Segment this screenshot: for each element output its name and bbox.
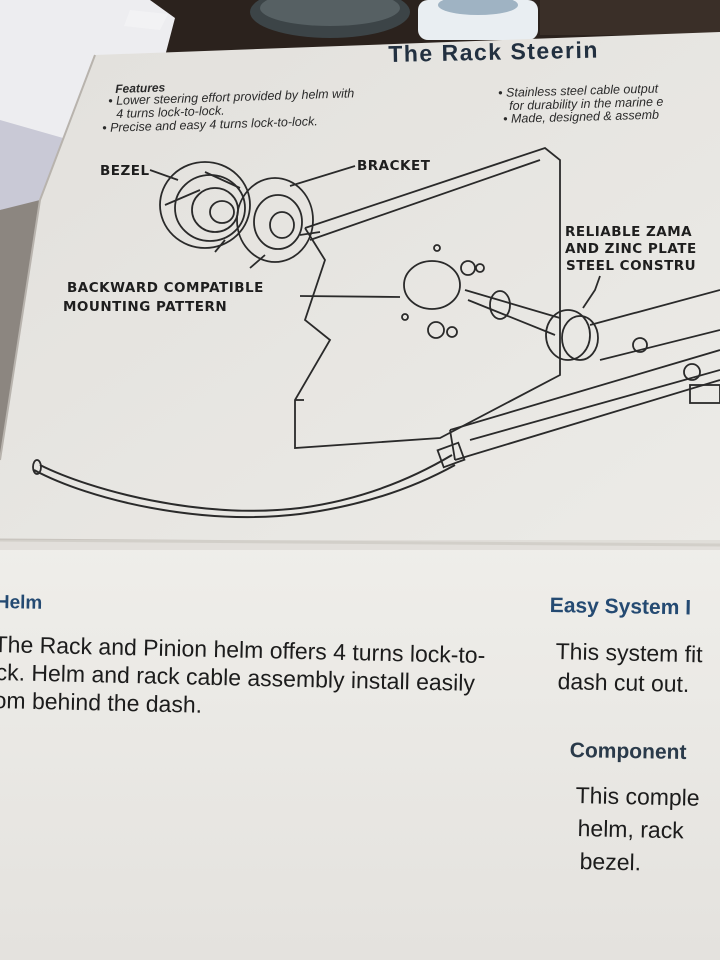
construction-label-line: RELIABLE ZAMA — [565, 224, 693, 240]
components-heading: Component — [569, 739, 687, 765]
easy-system-text-line: This system fit — [555, 637, 703, 668]
easy-system-heading: Easy System I — [549, 594, 692, 620]
bracket-label: BRACKET — [357, 158, 431, 174]
steering-diagram — [32, 146, 720, 518]
mounting-label-line: MOUNTING PATTERN — [63, 299, 228, 315]
components-text-line: helm, rack — [577, 814, 685, 844]
components-text-line: This comple — [575, 781, 700, 811]
construction-label-line: AND ZINC PLATE — [565, 241, 697, 257]
bezel-label: BEZEL — [100, 163, 150, 179]
box-title: The Rack Steerin — [388, 36, 600, 67]
easy-system-text-line: dash cut out. — [557, 667, 690, 697]
helm-heading: Helm — [0, 592, 43, 614]
helm-text-line: om behind the dash. — [0, 686, 203, 718]
construction-label-line: STEEL CONSTRU — [566, 258, 697, 274]
mounting-label-line: BACKWARD COMPATIBLE — [67, 280, 264, 296]
components-text-line: bezel. — [579, 847, 642, 876]
